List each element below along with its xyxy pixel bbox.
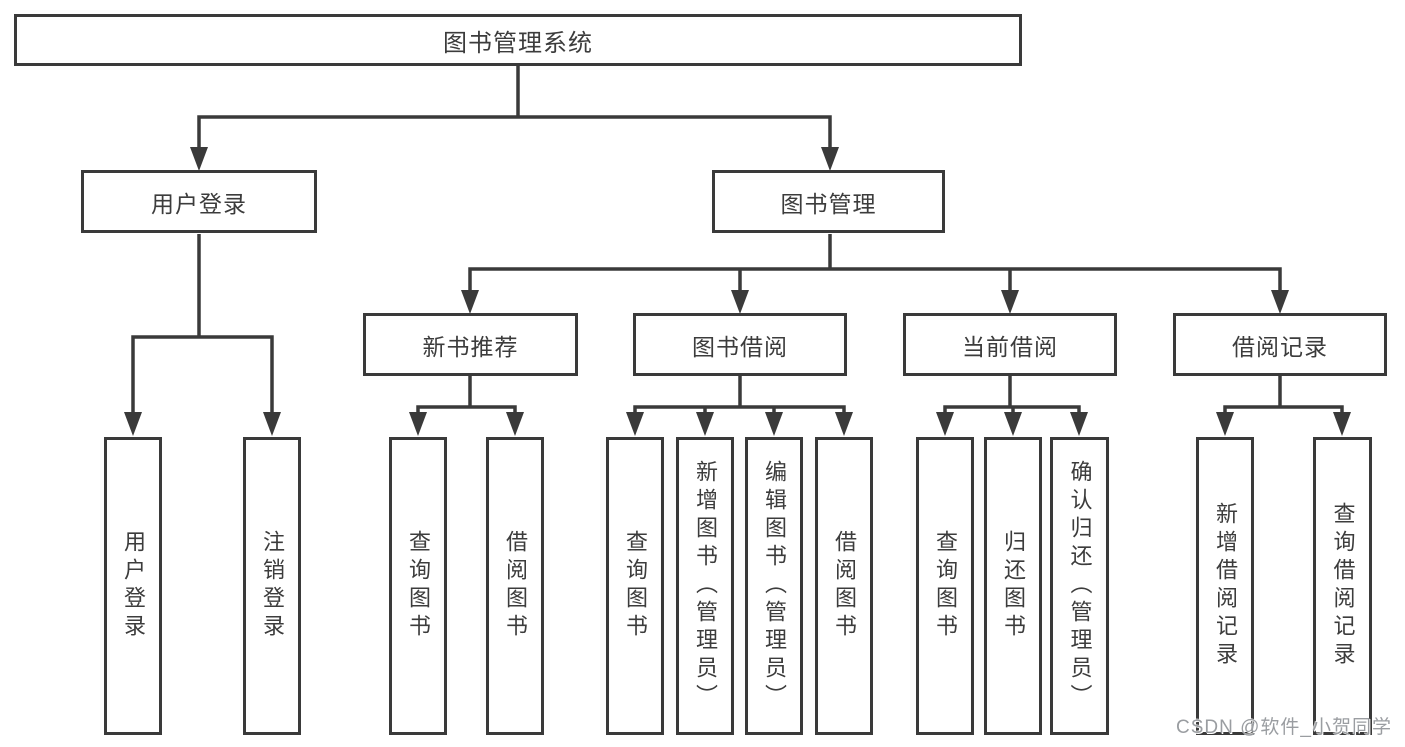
leaf-query-books-current: 查询图书 — [916, 437, 974, 735]
leaf-label: 借阅图书 — [832, 530, 857, 642]
leaf-query-borrow-record: 查询借阅记录 — [1313, 437, 1372, 735]
node-new-book-recommendation: 新书推荐 — [363, 313, 578, 376]
leaf-query-books-borrowing: 查询图书 — [606, 437, 664, 735]
connector-new-book-children — [416, 376, 517, 413]
leaf-label: 新增图书（管理员） — [693, 460, 718, 712]
node-label: 图书管理系统 — [443, 29, 593, 57]
node-label: 当前借阅 — [962, 333, 1058, 360]
connector-root-to-level2 — [197, 66, 832, 149]
connector-current-borrowing-children — [943, 376, 1081, 413]
node-library-management-system: 图书管理系统 — [14, 14, 1022, 66]
leaf-add-borrow-record: 新增借阅记录 — [1196, 437, 1254, 735]
node-label: 新书推荐 — [422, 333, 519, 360]
arrowheads — [124, 147, 1351, 436]
node-label: 图书借阅 — [692, 333, 788, 360]
leaf-confirm-return-admin: 确认归还（管理员） — [1050, 437, 1109, 735]
node-label: 图书管理 — [780, 190, 877, 217]
node-label: 借阅记录 — [1232, 333, 1328, 360]
leaf-label: 用户登录 — [121, 530, 146, 642]
node-current-borrowing: 当前借阅 — [903, 313, 1117, 376]
leaf-label: 查询图书 — [623, 530, 648, 642]
leaf-add-book-admin: 新增图书（管理员） — [676, 437, 734, 735]
leaf-label: 新增借阅记录 — [1213, 502, 1238, 670]
leaf-label: 确认归还（管理员） — [1067, 460, 1093, 712]
node-user-login: 用户登录 — [81, 170, 317, 233]
leaf-user-login: 用户登录 — [104, 437, 162, 735]
connector-user-login-children — [131, 234, 274, 413]
leaf-label: 归还图书 — [1001, 530, 1026, 642]
csdn-watermark: CSDN @软件_小贺同学 — [1176, 717, 1392, 738]
leaf-return-books: 归还图书 — [984, 437, 1042, 735]
leaf-logout: 注销登录 — [243, 437, 301, 735]
leaf-label: 注销登录 — [260, 530, 285, 642]
node-label: 用户登录 — [151, 190, 247, 217]
leaf-borrow-books-recommend: 借阅图书 — [486, 437, 544, 735]
leaf-query-books-recommend: 查询图书 — [389, 437, 447, 735]
connector-book-management-children — [468, 234, 1282, 291]
leaf-label: 编辑图书（管理员） — [762, 460, 787, 712]
leaf-label: 查询图书 — [933, 530, 958, 642]
node-book-borrowing: 图书借阅 — [633, 313, 847, 376]
leaf-label: 查询借阅记录 — [1330, 502, 1356, 670]
node-book-management: 图书管理 — [712, 170, 945, 233]
leaf-label: 查询图书 — [406, 530, 431, 642]
node-borrowing-records: 借阅记录 — [1173, 313, 1387, 376]
connector-book-borrowing-children — [633, 376, 846, 413]
leaf-borrow-books: 借阅图书 — [815, 437, 873, 735]
leaf-label: 借阅图书 — [503, 530, 528, 642]
connector-borrowing-records-children — [1223, 376, 1344, 413]
leaf-edit-book-admin: 编辑图书（管理员） — [745, 437, 803, 735]
